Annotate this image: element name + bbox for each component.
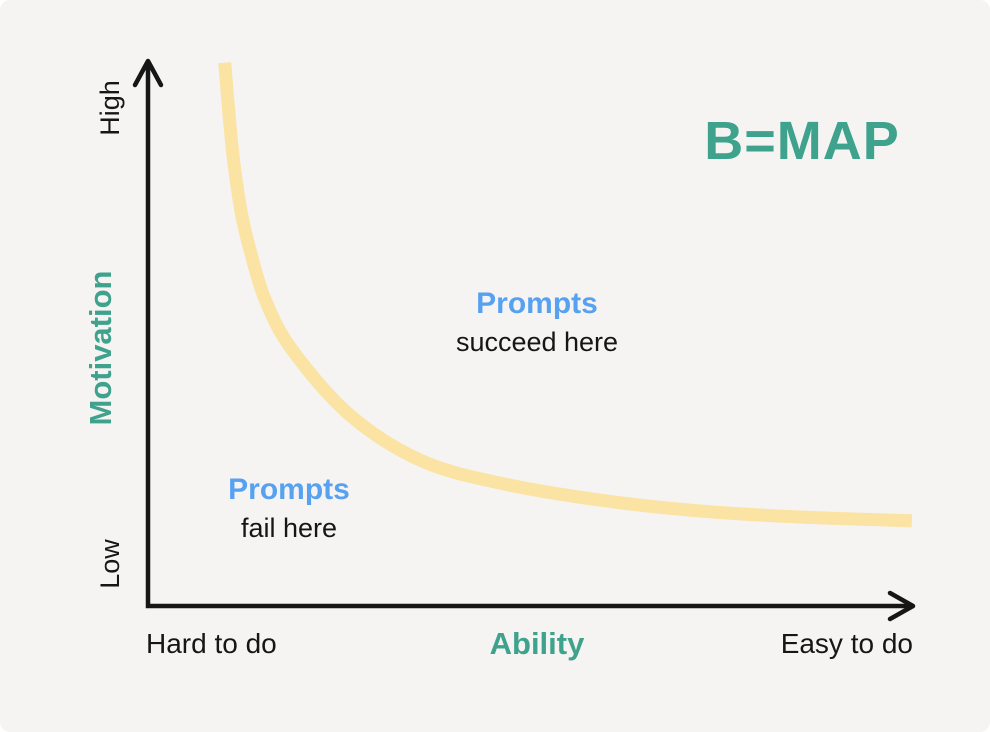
y-axis-title: Motivation [82,270,118,426]
y-axis-high-label: High [95,80,126,136]
x-axis-right-label: Easy to do [780,628,913,659]
prompts-succeed-subtitle: succeed here [455,327,619,357]
x-axis-left-label: Hard to do [146,628,277,659]
chart-title: B=MAP [704,111,900,171]
prompts-fail-title: Prompts [228,473,350,506]
prompts-fail-subtitle: fail here [240,513,338,543]
x-axis-title: Ability [489,626,585,661]
prompts-succeed-title: Prompts [476,287,598,320]
y-axis-arrow-icon [132,58,164,88]
axes-lines [145,64,909,609]
action-line-curve [218,62,913,528]
prompts-succeed-annotation: Prompts succeed here [427,287,647,358]
prompts-fail-annotation: Prompts fail here [179,473,399,544]
y-axis-low-label: Low [95,539,126,589]
x-axis-arrow-icon [887,590,916,622]
